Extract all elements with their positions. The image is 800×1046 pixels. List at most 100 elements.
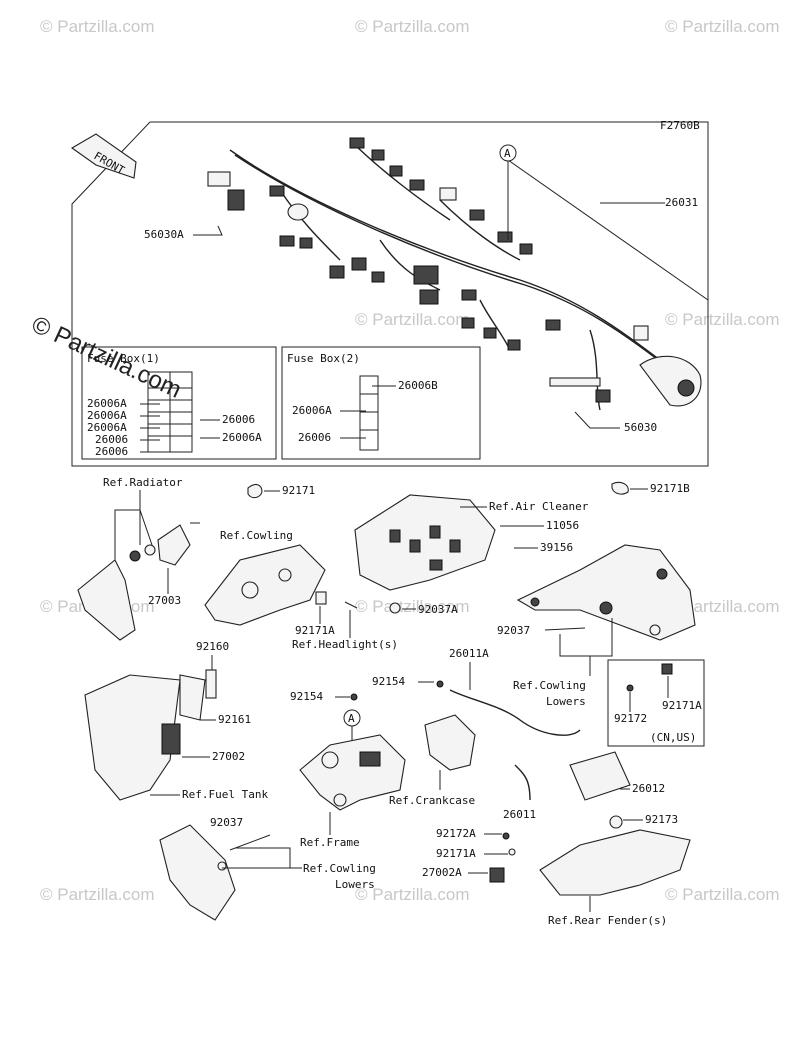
part-number-label: 92037 (497, 624, 530, 637)
cowling-bracket-group: Ref.Cowling 92171A Ref.Headlight(s) (204, 529, 398, 651)
part-number-label: 92171A (436, 847, 476, 860)
callout-a-label: A (348, 712, 355, 725)
part-number-label: 27003 (148, 594, 181, 607)
part-number-label: 92173 (645, 813, 678, 826)
reference-label: Ref.Air Cleaner (489, 500, 589, 513)
watermark-text: © Partzilla.com (40, 17, 155, 36)
watermark-text: © Partzilla.com (665, 310, 780, 329)
stud (544, 627, 586, 631)
fuel-tank-cover (84, 674, 181, 801)
part-number-label: 56030A (144, 228, 184, 241)
frame-line (150, 121, 709, 300)
relay-27002a (489, 867, 505, 883)
nut-92037a (389, 602, 401, 614)
fuse-label: 26006A (87, 397, 127, 410)
fuse-label: 26006 (95, 445, 128, 458)
connector (371, 271, 385, 283)
mounting-hole (217, 861, 227, 871)
connector (269, 185, 285, 197)
connector (371, 149, 385, 161)
lower-cowling-group: 92037 Ref.Cowling Lowers (159, 816, 376, 921)
crankcase-group: Ref.Crankcase (389, 714, 476, 807)
mounting-hole (530, 597, 540, 607)
connector (429, 525, 441, 539)
harness-wire (479, 299, 511, 351)
fuse-label: 26006A (222, 431, 262, 444)
cn-us-border (607, 659, 705, 747)
part-number-label: 27002A (422, 866, 462, 879)
fuel-tank-group: 92160 92161 27002 Ref.Fuel Tank (84, 640, 268, 801)
harness-wire (229, 149, 661, 361)
cowling-stay (204, 544, 326, 626)
front-arrow-shape (70, 133, 137, 179)
watermark-text: © Partzilla.com (665, 885, 780, 904)
connector (439, 187, 457, 201)
air-cleaner-group: Ref.Air Cleaner 11056 39156 (354, 494, 589, 591)
diagram-code: F2760B (660, 119, 700, 132)
ecu-connector (419, 289, 439, 305)
part-number-label: 92154 (290, 690, 323, 703)
reference-label: Lowers (546, 695, 586, 708)
connector (409, 539, 421, 553)
connector (349, 137, 365, 149)
reference-label: Ref.Rear Fender(s) (548, 914, 667, 927)
fuse-box-1-panel: Fuse Box(1) 26006A 26006A 26006A 26006 2… (81, 346, 277, 460)
connector (595, 389, 611, 403)
connector (545, 319, 561, 331)
pad-92160 (205, 669, 217, 699)
radiator-group: Ref.Radiator 27003 (77, 476, 200, 641)
main-harness-frame: F2760B (71, 119, 709, 467)
harness-wire (234, 154, 666, 366)
connector (483, 327, 497, 339)
rear-cowling (516, 544, 696, 641)
screw (626, 684, 634, 692)
relay-27002 (161, 723, 181, 755)
part-number-label: 26012 (632, 782, 665, 795)
reference-label: Ref.Fuel Tank (182, 788, 268, 801)
clip-92171b-group: 92171B (611, 481, 690, 495)
frame-line (71, 121, 709, 467)
part-number-label: 39156 (540, 541, 573, 554)
bracket-crankcase (424, 714, 476, 771)
cable-26011a (449, 689, 581, 736)
battery-26012 (569, 751, 631, 801)
clip-92171-group: 92171 (247, 483, 315, 499)
part-number-label: 92172A (436, 827, 476, 840)
ignition-switch (677, 379, 695, 397)
part-number-label: 92037 (210, 816, 243, 829)
reference-label: Ref.Cowling (303, 862, 376, 875)
connector (207, 171, 231, 187)
connector (409, 179, 425, 191)
part-number-label: 92171A (662, 699, 702, 712)
part-number-label: 26011A (449, 647, 489, 660)
watermark-text: © Partzilla.com (665, 597, 780, 616)
cable-26011 (514, 764, 531, 801)
watermark-text: © Partzilla.com (355, 885, 470, 904)
connector (461, 317, 475, 329)
fuse-92173 (609, 815, 623, 829)
leader-line (222, 847, 291, 869)
screw (502, 832, 510, 840)
watermark-text: © Partzilla.com (40, 885, 155, 904)
part-number-label: 92154 (372, 675, 405, 688)
connector (449, 539, 461, 553)
connector (389, 529, 401, 543)
watermark-text: © Partzilla.com (355, 597, 470, 616)
mounting-hole (333, 793, 347, 807)
part-number-label: 27002 (212, 750, 245, 763)
fuse-box-2-title: Fuse Box(2) (287, 352, 360, 365)
fuse-box-2-border (281, 346, 481, 460)
ecu-connector (413, 265, 439, 285)
leader-line (193, 225, 223, 236)
part-number-label: 92171B (650, 482, 690, 495)
part-number-label: 11056 (546, 519, 579, 532)
connector (329, 265, 345, 279)
bracket-92161 (179, 674, 206, 721)
connector (351, 257, 367, 271)
part-number-label: 26031 (665, 196, 698, 209)
fuse-block (359, 375, 379, 451)
harness-wire (279, 189, 341, 261)
part-number-label: 92171A (295, 624, 335, 637)
